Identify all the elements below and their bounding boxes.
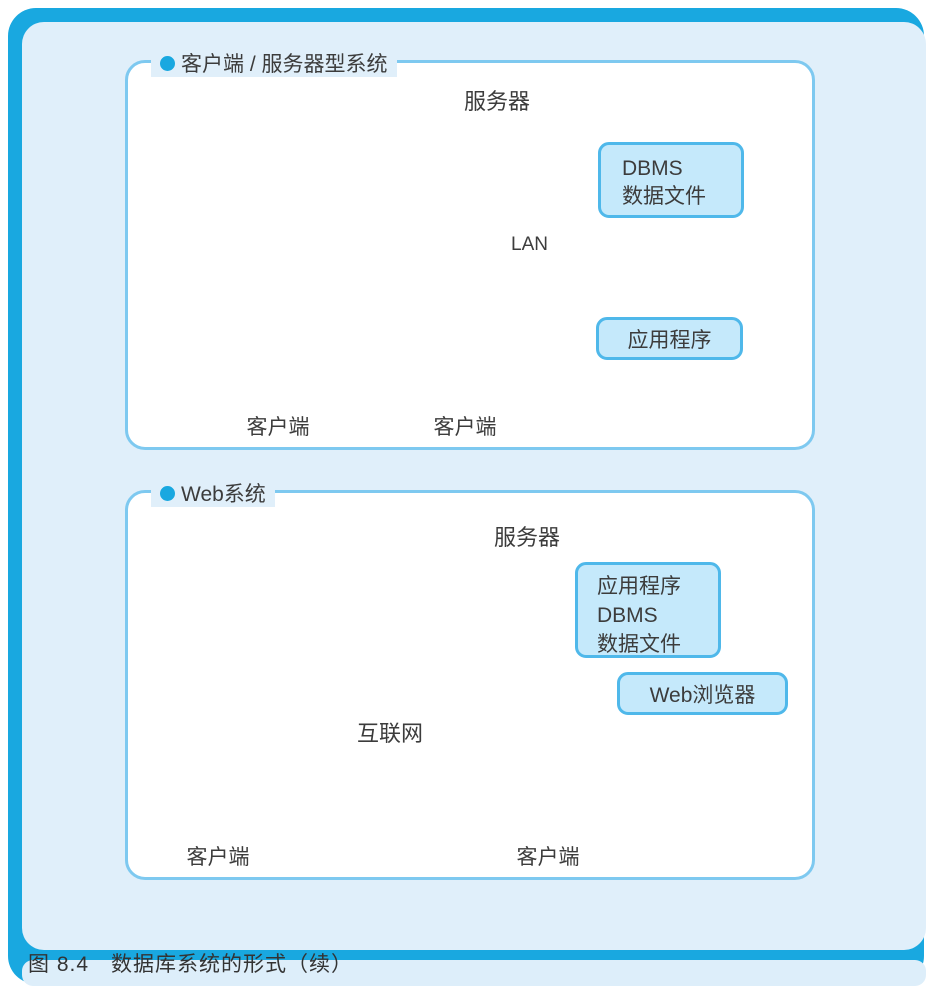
caption-bar xyxy=(22,960,926,986)
bullet-icon xyxy=(160,485,175,501)
dbms-box-line2: 数据文件 xyxy=(622,185,706,208)
internet-label: 互联网 xyxy=(356,721,423,746)
web-server-box-line1: 应用程序 xyxy=(597,575,681,598)
figure-caption: 图 8.4 数据库系统的形式（续） xyxy=(28,953,354,976)
application-box: 应用程序 xyxy=(596,317,743,360)
panel1-title: 客户端 / 服务器型系统 xyxy=(151,49,397,77)
panel2-title-label: Web系统 xyxy=(181,483,266,506)
bullet-icon xyxy=(160,55,175,71)
panel1-title-label: 客户端 / 服务器型系统 xyxy=(181,53,388,76)
application-box-label: 应用程序 xyxy=(627,328,712,352)
panel-client-server-system: 客户端 / 服务器型系统 xyxy=(125,49,815,450)
web-server-box: 应用程序 DBMS 数据文件 xyxy=(575,562,721,658)
panel2-title: Web系统 xyxy=(151,479,275,507)
web-server-label: 服务器 xyxy=(494,525,561,550)
dbms-box-line1: DBMS xyxy=(622,157,683,180)
dbms-box: DBMS 数据文件 xyxy=(598,142,744,218)
lan-label: LAN xyxy=(511,234,548,255)
client2-label: 客户端 xyxy=(433,416,497,439)
web-browser-box-label: Web浏览器 xyxy=(649,683,756,707)
web-client2-label: 客户端 xyxy=(516,846,580,869)
server-label: 服务器 xyxy=(464,89,531,114)
web-browser-box: Web浏览器 xyxy=(617,672,788,715)
client1-label: 客户端 xyxy=(246,416,310,439)
web-server-box-line3: 数据文件 xyxy=(597,633,681,656)
web-client1-label: 客户端 xyxy=(186,846,250,869)
web-server-box-line2: DBMS xyxy=(597,604,658,627)
